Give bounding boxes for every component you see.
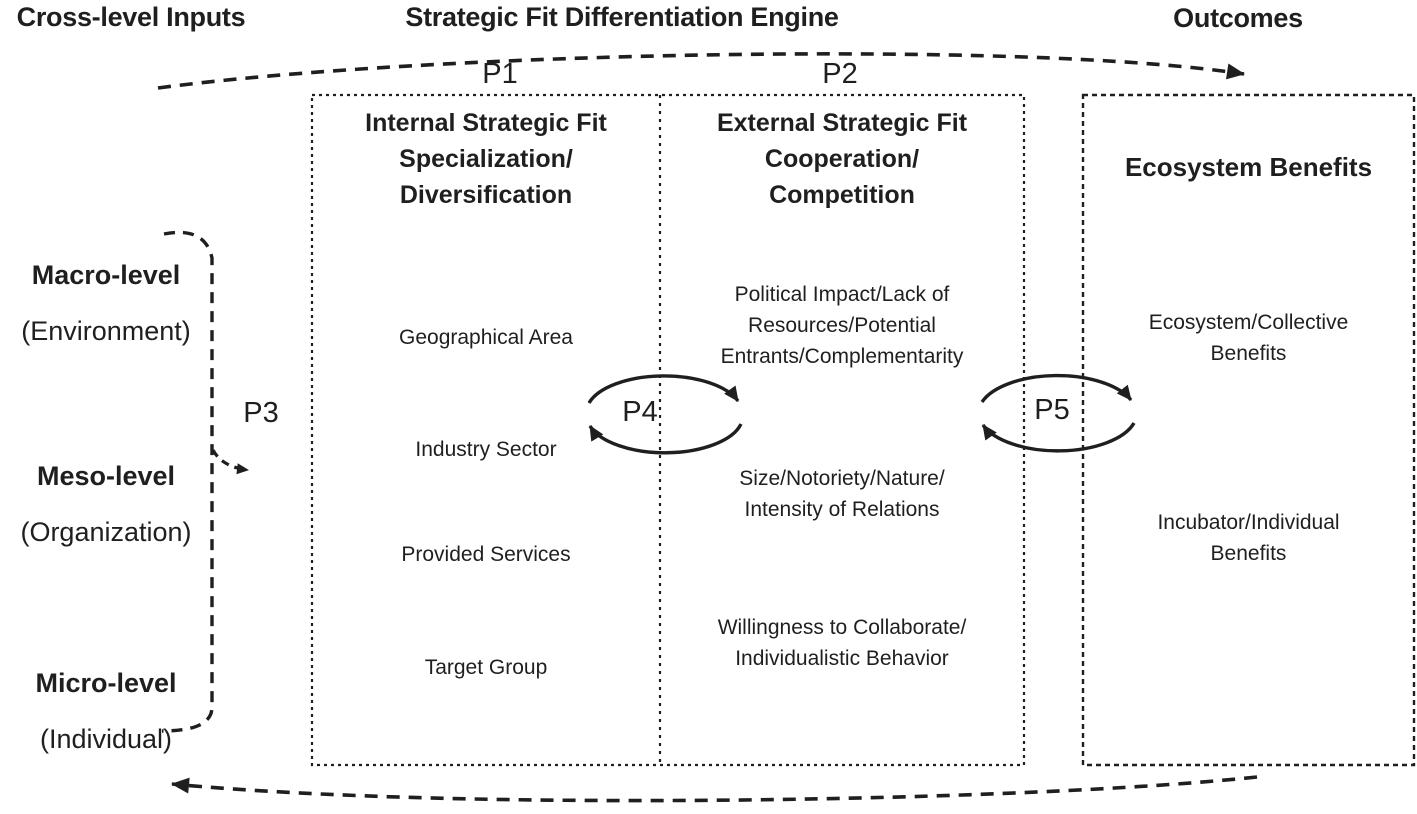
top-feedback-arrow xyxy=(157,52,1245,90)
label-p1: P1 xyxy=(482,58,518,90)
level-macro-qualifier: (Environment) xyxy=(21,316,191,346)
level-micro-qualifier: (Individual) xyxy=(39,724,173,754)
outcomes-box-title: Ecosystem Benefits xyxy=(1124,152,1373,182)
p5-cycle-top-arc xyxy=(980,373,1133,403)
bottom-feedback-arrow xyxy=(171,775,1258,803)
external-box-title: External Strategic Fit Cooperation/ Comp… xyxy=(716,109,968,209)
p4-cycle-bottom-arc xyxy=(588,423,743,455)
header-outcomes: Outcomes xyxy=(1173,3,1303,33)
levels-bracket xyxy=(161,230,214,733)
outcomes-box-border xyxy=(1081,93,1416,767)
p5-cycle-bottom-arc xyxy=(981,422,1136,453)
header-cross-level-inputs: Cross-level Inputs xyxy=(16,2,246,32)
p3-arrow xyxy=(211,449,249,475)
internal-item-target-group: Target Group xyxy=(424,656,548,679)
label-p3: P3 xyxy=(243,397,279,429)
internal-box-title: Internal Strategic Fit Specialization/ D… xyxy=(365,109,607,209)
outcomes-item-incubator-individual: Incubator/Individual Benefits xyxy=(1157,511,1340,565)
label-p5: P5 xyxy=(1034,394,1070,426)
header-engine: Strategic Fit Differentiation Engine xyxy=(405,2,839,32)
external-item-willingness: Willingness to Collaborate/ Individualis… xyxy=(717,616,967,670)
level-meso-qualifier: (Organization) xyxy=(20,517,192,547)
outcomes-item-ecosystem-collective: Ecosystem/Collective Benefits xyxy=(1148,311,1349,365)
external-item-size-notoriety: Size/Notoriety/Nature/ Intensity of Rela… xyxy=(739,467,945,521)
level-meso-name: Meso-level xyxy=(36,461,176,491)
level-micro-name: Micro-level xyxy=(35,668,177,698)
internal-item-geographical-area: Geographical Area xyxy=(399,326,573,349)
level-micro: Micro-level (Individual) xyxy=(0,646,212,776)
label-p4: P4 xyxy=(622,396,658,428)
internal-item-industry-sector: Industry Sector xyxy=(415,438,557,461)
internal-item-provided-services: Provided Services xyxy=(401,543,571,566)
level-macro: Macro-level (Environment) xyxy=(0,238,212,368)
level-macro-name: Macro-level xyxy=(31,260,181,290)
level-meso: Meso-level (Organization) xyxy=(0,439,212,569)
p4-cycle-top-arc xyxy=(587,374,740,404)
label-p2: P2 xyxy=(822,58,858,90)
engine-box-border xyxy=(310,93,1026,767)
external-item-political-impact: Political Impact/Lack of Resources/Poten… xyxy=(720,283,964,368)
